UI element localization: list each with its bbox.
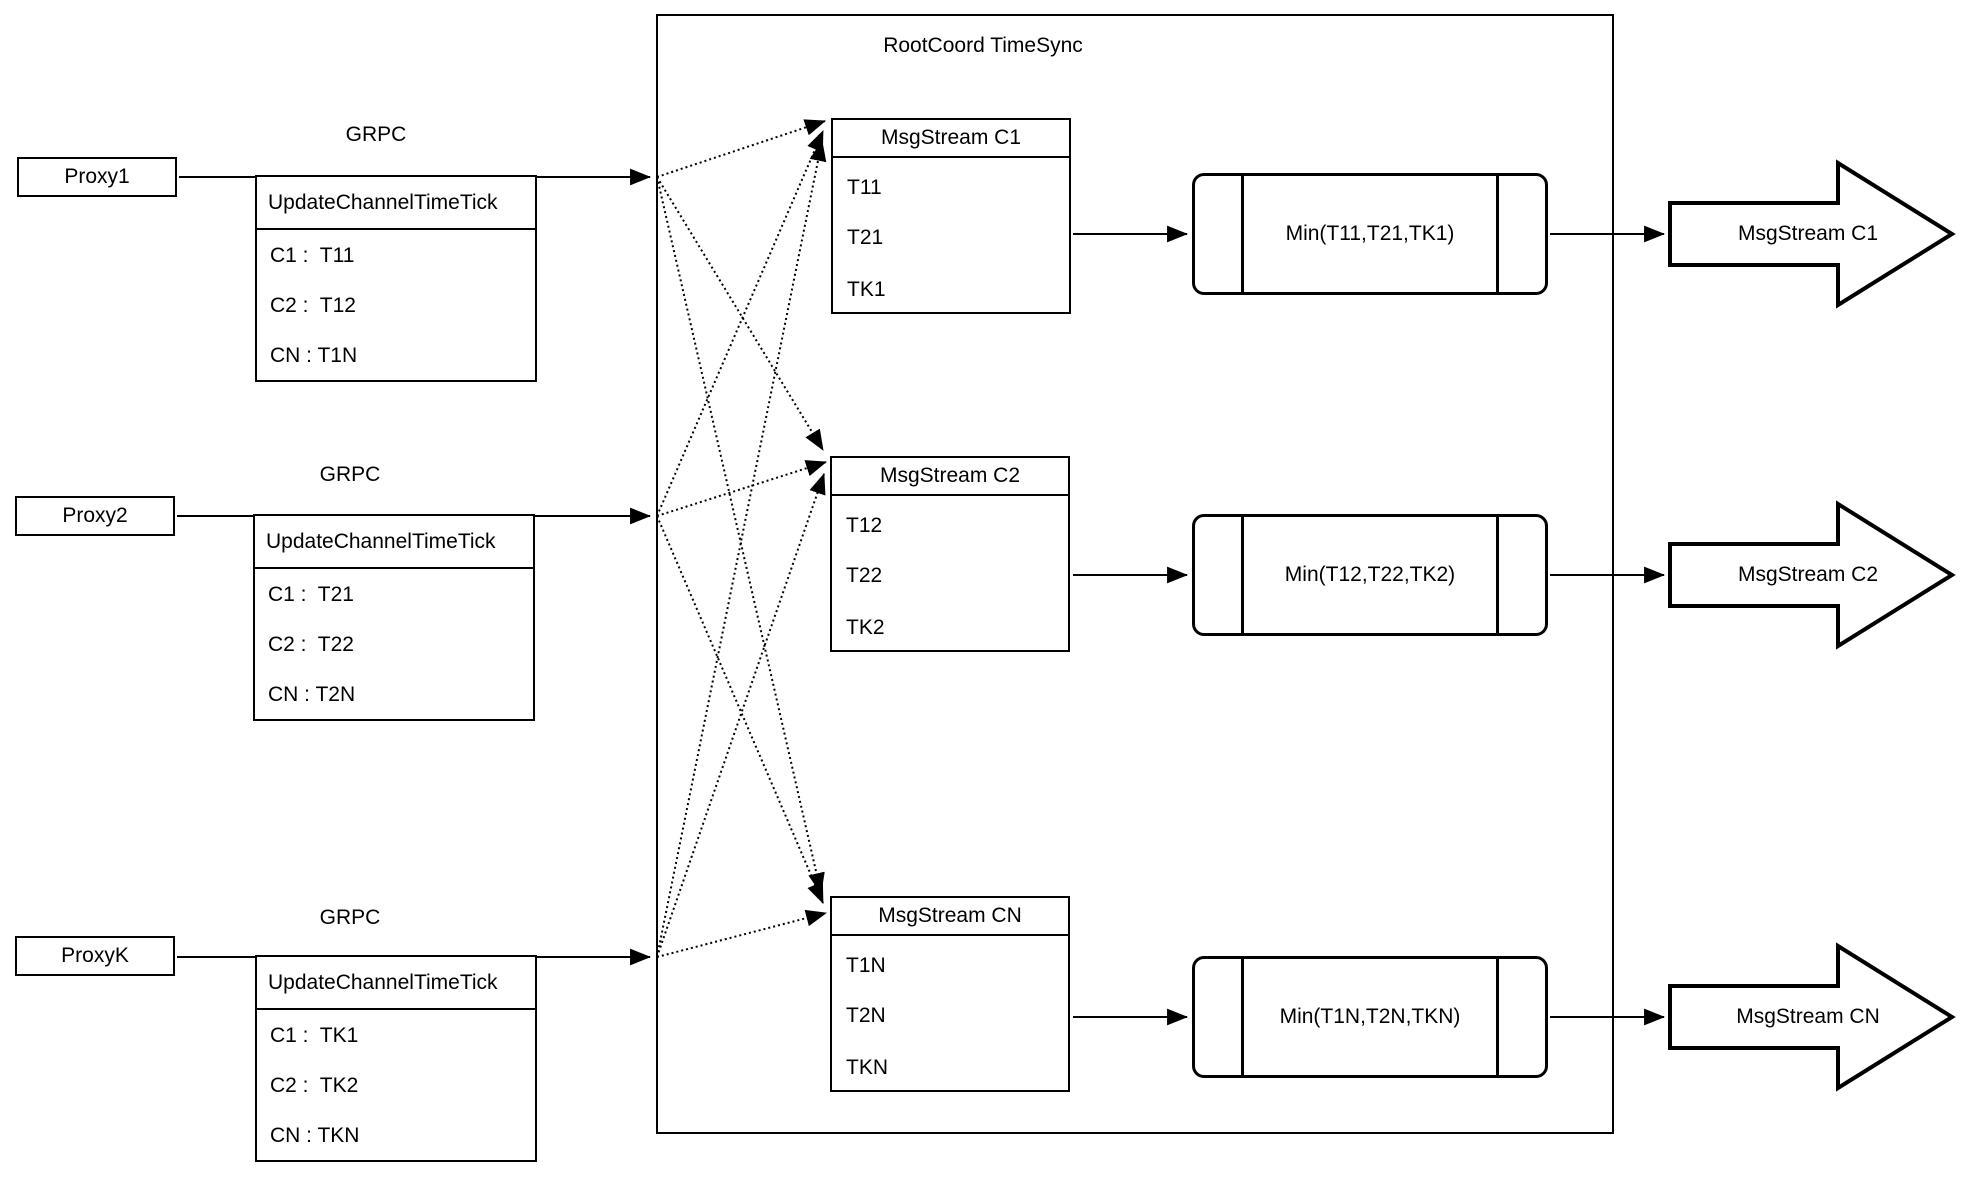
min-block-c1: Min(T11,T21,TK1): [1192, 173, 1548, 295]
min-block-cn-left-divider: [1241, 959, 1244, 1075]
msgstream-cn-output-label: MsgStream CN: [1736, 1005, 1880, 1028]
min-block-c2: Min(T12,T22,TK2): [1192, 514, 1548, 636]
grpc-label-1: GRPC: [345, 123, 407, 146]
min-block-c1-right-divider: [1496, 176, 1499, 292]
msgstream-cn-box-header: MsgStream CN: [832, 898, 1068, 936]
grpc-label-3: GRPC: [319, 906, 381, 929]
msgstream-c2-output-arrow: [1668, 500, 1956, 650]
msgstream-c2-tick: T22: [846, 564, 883, 587]
fanout-proxyk-to-msgstream-c2: [656, 473, 826, 958]
grpc-label-2: GRPC: [319, 463, 381, 486]
msgstream-cn-tick: T2N: [846, 1004, 886, 1027]
min-block-cn: Min(T1N,T2N,TKN): [1192, 956, 1548, 1078]
timetick-table-3-header: UpdateChannelTimeTick: [257, 957, 535, 1010]
timetick-table-1-row: C1 : T11: [270, 244, 355, 267]
proxy1-node: Proxy1: [17, 157, 177, 197]
min-block-c2-left-divider: [1241, 517, 1244, 633]
timetick-table-2-row: C2 : T22: [268, 633, 354, 656]
timetick-table-1-row: C2 : T12: [270, 294, 356, 317]
msgstream-c2-box-header: MsgStream C2: [832, 458, 1068, 496]
msgstream-cn-tick: T1N: [846, 954, 886, 977]
fanout-proxyk-to-msgstream-c1: [656, 139, 827, 958]
msgstream-c2-output-label: MsgStream C2: [1737, 563, 1879, 586]
min-block-c2-right-divider: [1496, 517, 1499, 633]
fanout-proxyk-to-msgstream-cn: [656, 909, 828, 958]
msgstream-c1-output-arrow: [1668, 159, 1956, 309]
min-block-c1-label: Min(T11,T21,TK1): [1285, 222, 1455, 245]
min-block-cn-label: Min(T1N,T2N,TKN): [1279, 1005, 1461, 1028]
update-channel-timetick-table-3: UpdateChannelTimeTick C1 : TK1 C2 : TK2 …: [255, 955, 537, 1162]
msgstream-c2-tick: TK2: [846, 616, 885, 639]
msgstream-c2-tick: T12: [846, 514, 883, 537]
msgstream-c1-box: MsgStream C1 T11 T21 TK1: [831, 118, 1071, 314]
timetick-table-2-row: CN : T2N: [268, 683, 356, 706]
proxy1-label: Proxy1: [64, 165, 130, 188]
timetick-table-1-row: CN : T1N: [270, 344, 358, 367]
timetick-table-3-row: CN : TKN: [270, 1124, 360, 1147]
min-block-cn-right-divider: [1496, 959, 1499, 1075]
msgstream-c2-box: MsgStream C2 T12 T22 TK2: [830, 456, 1070, 652]
rootcoord-timesync-container: [656, 14, 1614, 1134]
msgstream-c1-output-label: MsgStream C1: [1737, 222, 1879, 245]
msgstream-c1-tick: T21: [847, 226, 884, 249]
timetick-table-2-row: C1 : T21: [268, 583, 354, 606]
msgstream-c1-tick: T11: [847, 176, 882, 199]
fanout-proxy2-to-msgstream-cn: [656, 515, 824, 904]
msgstream-c1-box-header: MsgStream C1: [833, 120, 1069, 158]
min-block-c2-label: Min(T12,T22,TK2): [1284, 563, 1456, 586]
update-channel-timetick-table-2: UpdateChannelTimeTick C1 : T21 C2 : T22 …: [253, 514, 535, 721]
min-block-c1-left-divider: [1241, 176, 1244, 292]
proxyk-node: ProxyK: [15, 936, 175, 976]
msgstream-cn-tick: TKN: [846, 1056, 888, 1079]
rootcoord-title: RootCoord TimeSync: [883, 34, 1083, 57]
proxy2-node: Proxy2: [15, 496, 175, 536]
msgstream-c1-tick: TK1: [847, 278, 886, 301]
msgstream-cn-output-arrow: [1668, 942, 1956, 1092]
update-channel-timetick-table-1: UpdateChannelTimeTick C1 : T11 C2 : T12 …: [255, 175, 537, 382]
timetick-table-3-row: C1 : TK1: [270, 1024, 359, 1047]
timetick-table-2-header: UpdateChannelTimeTick: [255, 516, 533, 569]
proxyk-label: ProxyK: [61, 944, 129, 967]
msgstream-cn-box: MsgStream CN T1N T2N TKN: [830, 896, 1070, 1092]
timetick-table-1-header: UpdateChannelTimeTick: [257, 177, 535, 230]
fanout-proxy1-to-msgstream-c2: [656, 176, 824, 451]
proxy2-label: Proxy2: [62, 504, 128, 527]
timetick-table-3-row: C2 : TK2: [270, 1074, 359, 1097]
